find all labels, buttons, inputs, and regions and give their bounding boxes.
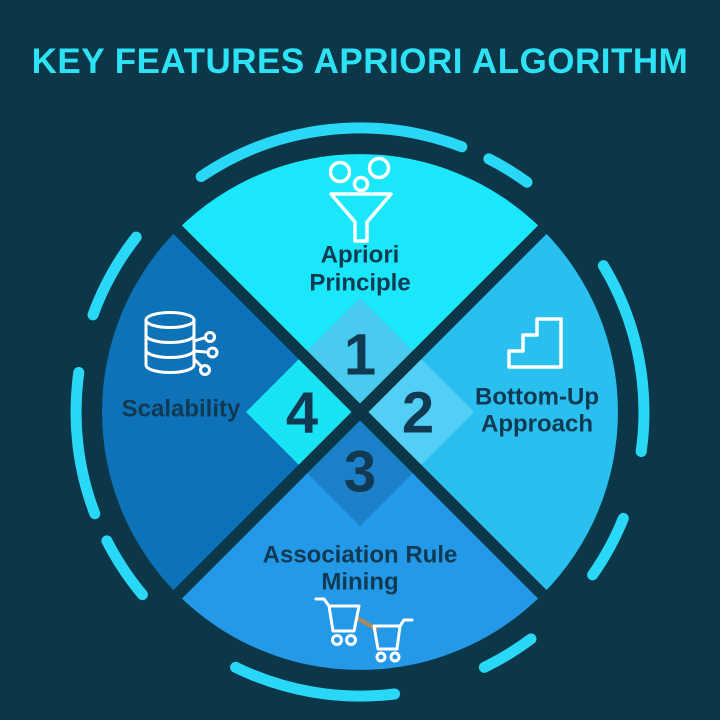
quadrant-bottom-up-approach <box>360 229 618 595</box>
label-association-line-1: Association Rule <box>263 542 458 569</box>
page-title: KEY FEATURES APRIORI ALGORITHM <box>31 42 689 81</box>
divider-ne-sw <box>173 225 547 599</box>
cart-left-body <box>314 597 361 633</box>
database-body <box>144 318 196 374</box>
quadrants <box>102 154 618 670</box>
dashed-ring <box>70 122 650 702</box>
ring-dash <box>587 512 629 581</box>
quadrant-association-rule-mining <box>177 412 543 670</box>
stairs-outline <box>507 317 563 369</box>
funnel-ball-center <box>352 175 370 193</box>
ring-dash <box>597 260 650 457</box>
funnel-ball-left <box>328 160 352 184</box>
label-bottom-up-line-1: Bottom-Up <box>475 384 599 411</box>
number-3: 3 <box>344 440 376 505</box>
network-node-top <box>204 331 216 343</box>
number-1: 1 <box>344 323 376 388</box>
cart-right-wheel-1 <box>375 651 387 663</box>
label-association-line-2: Mining <box>321 569 398 596</box>
funnel-icon <box>328 156 393 243</box>
label-scalability: Scalability <box>122 396 241 423</box>
number-2: 2 <box>402 381 434 446</box>
network-node-bottom <box>199 364 211 376</box>
network-links <box>192 336 208 368</box>
quadrant-apriori-principle <box>177 154 543 412</box>
database-disc-line-1 <box>144 333 196 344</box>
shopping-carts-icon <box>314 597 414 663</box>
ring-dash <box>87 231 142 321</box>
cart-left-wheel-1 <box>331 634 343 646</box>
cart-right-wheel-2 <box>389 651 401 663</box>
cart-left-wheel-2 <box>345 634 357 646</box>
cart-right-body <box>372 618 414 651</box>
network-node-middle <box>206 346 219 359</box>
label-apriori-line-2: Principle <box>309 270 410 297</box>
label-apriori-line-1: Apriori <box>321 242 400 269</box>
label-bottom-up-line-2: Approach <box>481 411 593 438</box>
funnel-body <box>329 192 393 243</box>
database-network-icon <box>144 311 219 376</box>
ring-dash <box>483 153 533 188</box>
funnel-ball-right <box>367 156 391 180</box>
ring-dash <box>195 122 468 182</box>
quadrant-scalability <box>102 229 361 595</box>
ring-dash <box>101 535 148 601</box>
stairs-icon <box>507 317 563 369</box>
quadrant-dividers <box>173 225 547 599</box>
database-disc-line-2 <box>144 348 196 359</box>
number-4: 4 <box>286 381 318 446</box>
ring-dash <box>70 367 101 520</box>
ring-dash <box>230 661 401 702</box>
ring-dash <box>478 633 537 673</box>
